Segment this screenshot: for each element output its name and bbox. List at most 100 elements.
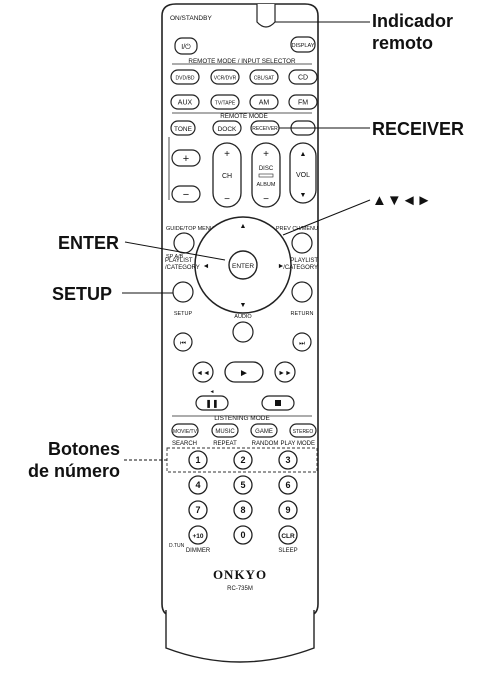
ch-label: CH: [222, 173, 232, 180]
vol-down-arrow: ▼: [300, 192, 307, 199]
listening-button-stereo[interactable]: [289, 423, 317, 438]
playlist-category-right-label: PLAYLIST/CATEGORY: [283, 258, 318, 271]
d-tun-label: D.TUN: [169, 543, 185, 549]
dimmer-label: DIMMER: [186, 548, 211, 554]
listening-button-music[interactable]: [211, 423, 239, 438]
pause-button[interactable]: [195, 395, 229, 411]
input-button-dvd-bd[interactable]: [170, 69, 200, 85]
nav-left-arrow[interactable]: ◄: [203, 263, 210, 270]
digit-button-0[interactable]: [233, 525, 253, 545]
display-button[interactable]: [290, 36, 316, 53]
digit-button-5[interactable]: [233, 475, 253, 495]
power-button-label: I/⏻: [181, 43, 191, 51]
rewind-button[interactable]: [192, 361, 214, 383]
enter-button[interactable]: [228, 250, 258, 280]
random-label: RANDOM: [252, 441, 279, 447]
input-button-label: CD: [298, 75, 308, 82]
leader-enter: [124, 241, 226, 261]
digit-button-7[interactable]: [188, 500, 208, 520]
input-button-tv-tape[interactable]: [210, 94, 240, 110]
input-button-aux[interactable]: [170, 94, 200, 110]
pause-step-indicator: ◄: [210, 389, 215, 395]
digit-button-2[interactable]: [233, 450, 253, 470]
tone-plus-label: +: [183, 153, 189, 165]
input-button-label: VCR/DVR: [214, 76, 237, 82]
guide-top-menu-button[interactable]: [173, 232, 195, 254]
listening-mode-label: LISTENING MODE: [214, 415, 270, 422]
callout-receiver: RECEIVER: [372, 119, 465, 139]
setup-button[interactable]: [172, 281, 194, 303]
callout-enter: ENTER: [58, 233, 120, 253]
digit-button-label: 6: [285, 480, 290, 490]
nav-right-arrow[interactable]: ►: [278, 263, 285, 270]
fast-forward-button[interactable]: [274, 361, 296, 383]
audio-button[interactable]: [232, 321, 254, 343]
digit-button-8[interactable]: [233, 500, 253, 520]
digit-button-4[interactable]: [188, 475, 208, 495]
digit-button-3[interactable]: [278, 450, 298, 470]
skip-back-icon: ⏮: [180, 340, 186, 347]
listening-button-game[interactable]: [250, 423, 278, 438]
digit-button-label: 1: [195, 455, 200, 465]
play-icon: ►: [239, 368, 249, 379]
listening-button-movie-tv[interactable]: [171, 423, 199, 438]
play-mode-label: PLAY MODE: [281, 441, 315, 447]
remote-bottom-cap: [165, 610, 315, 663]
digit-button-label: CLR: [281, 533, 295, 540]
input-button-vcr-dvr[interactable]: [210, 69, 240, 85]
nav-down-arrow[interactable]: ▼: [240, 302, 247, 309]
skip-forward-icon: ⏭: [299, 340, 305, 347]
input-button-label: DVD/BD: [176, 76, 195, 82]
digit-button-label: 9: [285, 505, 290, 515]
tone-button[interactable]: [170, 120, 196, 136]
playlist-category-left-label: PLAYLIST/CATEGORY: [165, 258, 200, 271]
tone-minus-label: −: [183, 189, 189, 201]
stop-icon: [275, 400, 281, 406]
digit-button-label: 0: [240, 530, 245, 540]
skip-back-button[interactable]: [173, 332, 193, 352]
digit-button-label: 2: [240, 455, 245, 465]
brand-logo: ONKYO: [213, 567, 267, 582]
input-button-fm[interactable]: [288, 94, 318, 110]
digit-button-clr[interactable]: [278, 525, 298, 545]
nav-up-arrow[interactable]: ▲: [240, 223, 247, 230]
digit-button-plus10[interactable]: [188, 525, 208, 545]
dock-button[interactable]: [212, 120, 242, 136]
sp-a-b-label: SP A/B: [166, 254, 184, 260]
input-button-am[interactable]: [249, 94, 279, 110]
remote-mode-label: REMOTE MODE: [220, 113, 268, 120]
return-button[interactable]: [291, 281, 313, 303]
enter-button-label: ENTER: [232, 263, 254, 270]
input-button-cd[interactable]: [288, 69, 318, 85]
vol-rocker[interactable]: [289, 142, 317, 204]
callout-number-buttons: Botones de número: [27, 439, 120, 481]
input-button-label: TV/TAPE: [215, 101, 236, 107]
input-button-cbl-sat[interactable]: [249, 69, 279, 85]
tone-plus-button[interactable]: [171, 149, 201, 167]
remote-mode-input-selector-label: REMOTE MODE / INPUT SELECTOR: [188, 58, 296, 65]
tone-minus-button[interactable]: [171, 185, 201, 203]
return-button-label: RETURN: [291, 311, 314, 317]
disc-plus-label: +: [263, 149, 269, 160]
ch-rocker[interactable]: [212, 142, 242, 208]
digit-button-label: +10: [192, 533, 203, 540]
power-button[interactable]: [174, 37, 198, 55]
callout-setup: SETUP: [52, 284, 113, 304]
leader-arrows: [282, 199, 371, 236]
digit-button-9[interactable]: [278, 500, 298, 520]
prev-ch-menu-button[interactable]: [291, 232, 313, 254]
album-label: ALBUM: [257, 182, 276, 188]
digit-button-label: 8: [240, 505, 245, 515]
skip-forward-button[interactable]: [292, 332, 312, 352]
play-button[interactable]: [224, 361, 264, 383]
listening-button-label: MUSIC: [215, 429, 235, 435]
digit-button-1[interactable]: [188, 450, 208, 470]
remote-indicator-window: [256, 4, 276, 28]
guide-top-menu-label: GUIDE/TOP MENU: [166, 226, 214, 232]
ch-plus-label: +: [224, 149, 230, 160]
digit-button-6[interactable]: [278, 475, 298, 495]
